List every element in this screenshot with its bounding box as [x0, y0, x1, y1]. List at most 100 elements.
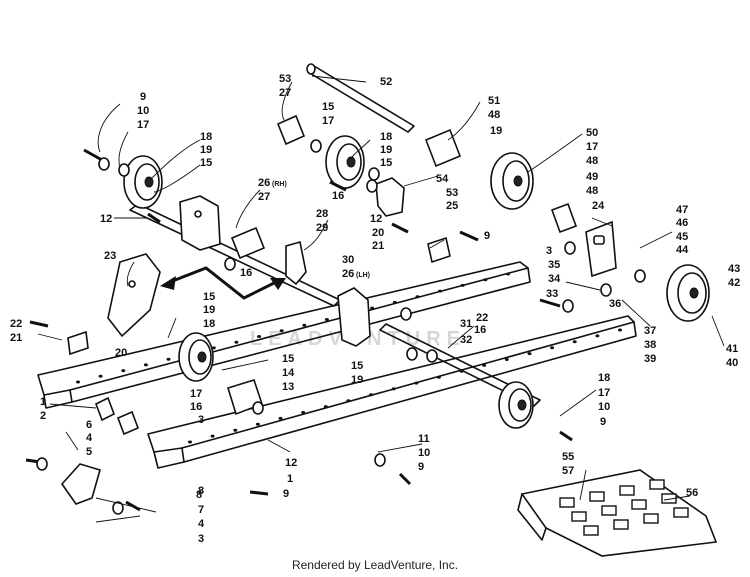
bolt: [83, 148, 103, 162]
rail-hole: [392, 300, 397, 304]
rail-hole: [323, 405, 328, 409]
upper-center-bracket: [375, 177, 405, 217]
idler-wheel-lower-front: [498, 381, 534, 429]
callout-37: 37: [644, 325, 656, 337]
callout-15: 15: [203, 291, 215, 303]
callout-16: 16: [332, 190, 344, 202]
center-arm: [337, 287, 371, 347]
callout-11: 11: [418, 433, 430, 445]
callout-7: 7: [198, 504, 204, 516]
callout-10: 10: [418, 447, 430, 459]
callout-29: 29: [316, 222, 328, 234]
idler-wheel-upper-center: [325, 135, 365, 189]
callout-56: 56: [686, 487, 698, 499]
rear-idler-wheel-large: [666, 264, 710, 322]
rail-hole: [460, 283, 465, 287]
rail-hole: [438, 289, 443, 293]
washer: [36, 457, 48, 471]
front-pivot-arm: [107, 253, 161, 338]
spacer-upper-right: [550, 202, 578, 234]
rail-hole: [143, 363, 148, 367]
callout-15: 15: [322, 101, 334, 113]
callout-3: 3: [546, 245, 552, 257]
rail-hole: [391, 387, 396, 391]
rail-hole: [121, 369, 126, 373]
rail-hole: [506, 272, 510, 276]
bolt: [125, 500, 141, 512]
callout-16: 16: [474, 324, 486, 336]
bolt: [459, 230, 479, 242]
rail-hole: [255, 422, 260, 426]
idler-wheel-upper-left: [123, 155, 163, 209]
callout-48: 48: [488, 109, 500, 121]
idler-wheel-lower-left: [178, 332, 214, 382]
callout-16: 16: [190, 401, 202, 413]
callout-15: 15: [200, 157, 212, 169]
track-clip: [571, 511, 587, 522]
track-clip: [673, 507, 689, 518]
callout-rh: (RH): [272, 181, 287, 188]
bolt: [391, 222, 409, 234]
callout-54: 54: [436, 173, 449, 185]
left-slide-rail: [37, 261, 531, 409]
callout-27: 27: [258, 191, 270, 203]
track-clip: [589, 491, 605, 502]
callout-43: 43: [728, 263, 740, 275]
bolt: [147, 212, 161, 224]
washer: [406, 347, 418, 361]
callout-18: 18: [200, 131, 212, 143]
rail-hole: [370, 306, 375, 310]
rail-hole: [572, 340, 577, 344]
callout-57: 57: [562, 465, 574, 477]
washer: [98, 157, 110, 171]
rail-hole: [346, 399, 351, 403]
bolt: [29, 320, 49, 328]
callout-17: 17: [598, 387, 610, 399]
callout-1: 1: [287, 473, 293, 485]
callout-25: 25: [446, 200, 458, 212]
washer: [252, 401, 264, 415]
rail-hole: [210, 434, 215, 438]
callout-41: 41: [726, 343, 738, 355]
relocation-arrow: [160, 266, 286, 300]
upper-shaft: [306, 63, 415, 133]
callout-21: 21: [372, 240, 384, 252]
rail-hole: [527, 352, 532, 356]
rail-hole: [301, 411, 306, 414]
track-clip: [649, 479, 665, 490]
track-section: [517, 469, 718, 557]
callout-47: 47: [676, 204, 688, 216]
callout-9: 9: [484, 230, 490, 242]
washer: [600, 283, 612, 297]
rail-hole: [166, 357, 171, 361]
block-left: [67, 330, 89, 356]
rail-hole: [257, 335, 262, 338]
callout-8: 8: [198, 485, 204, 497]
rail-hole: [414, 381, 419, 385]
washer: [118, 163, 130, 177]
bolt: [559, 430, 573, 442]
callout-46: 46: [676, 217, 688, 229]
rh-pivot-bracket: [179, 195, 221, 251]
callout-27: 27: [279, 87, 291, 99]
callout-48: 48: [586, 155, 598, 167]
callout-15: 15: [282, 353, 294, 365]
track-clip: [601, 505, 617, 516]
callout-32: 32: [460, 334, 472, 346]
callout-12: 12: [100, 213, 112, 225]
callout-42: 42: [728, 277, 740, 289]
rail-hole: [415, 295, 420, 299]
callout-4: 4: [86, 432, 93, 444]
callout-17: 17: [190, 388, 202, 400]
callout-19: 19: [380, 144, 392, 156]
callout-21: 21: [10, 332, 22, 344]
rail-hole: [436, 375, 441, 379]
callout-51: 51: [488, 95, 500, 107]
callout-9: 9: [418, 461, 424, 473]
callout-39: 39: [644, 353, 656, 365]
track-clips: [559, 479, 689, 536]
rail-hole: [188, 440, 192, 444]
rail-hole: [76, 380, 80, 384]
rail-hole: [550, 346, 555, 350]
leader-lines: [37, 75, 725, 523]
